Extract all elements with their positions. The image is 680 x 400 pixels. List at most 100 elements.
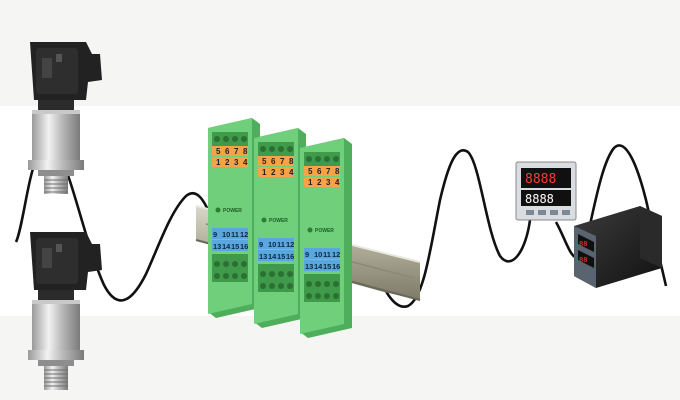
terminal-screw-icon <box>241 273 247 279</box>
signal-cable-right <box>370 149 532 308</box>
svg-text:8888: 8888 <box>525 192 554 206</box>
terminal-screw-icon <box>214 136 220 142</box>
terminal-number: 14 <box>268 252 277 261</box>
terminal-number: 4 <box>335 178 340 187</box>
terminal-number: 6 <box>317 167 322 176</box>
svg-text:8888: 8888 <box>525 172 556 187</box>
terminal-number: 4 <box>243 158 248 167</box>
terminal-number: 9 <box>305 250 309 259</box>
terminal-screw-icon <box>287 283 293 289</box>
terminal-label-bottom <box>304 248 340 259</box>
terminal-number: 4 <box>289 168 294 177</box>
power-led-icon <box>261 217 267 223</box>
terminal-number: 5 <box>262 157 267 166</box>
power-label: POWER <box>269 218 288 224</box>
terminal-number: 10 <box>268 240 276 249</box>
power-label: POWER <box>223 208 242 214</box>
terminal-label-top <box>212 146 248 156</box>
svg-text:88: 88 <box>579 240 587 248</box>
terminal-number: 7 <box>326 167 331 176</box>
terminal-screw-icon <box>315 293 321 299</box>
terminal-label-bottom <box>212 228 248 239</box>
terminal-label-top <box>258 167 294 177</box>
terminal-screw-icon <box>306 281 312 287</box>
terminal-number: 16 <box>332 262 340 271</box>
terminal-screw-icon <box>214 261 220 267</box>
terminal-screw-icon <box>315 281 321 287</box>
terminal-screw-icon <box>287 271 293 277</box>
terminal-number: 15 <box>323 262 331 271</box>
terminal-screw-icon <box>278 271 284 277</box>
terminal-number: 8 <box>335 167 340 176</box>
terminal-number: 16 <box>286 252 294 261</box>
terminal-number: 3 <box>234 158 239 167</box>
terminal-screw-icon <box>223 136 229 142</box>
terminal-label-top <box>304 166 340 176</box>
terminal-screw-icon <box>223 273 229 279</box>
terminal-number: 3 <box>280 168 285 177</box>
terminal-label-bottom <box>258 238 294 249</box>
terminal-number: 11 <box>323 250 331 259</box>
terminal-number: 2 <box>225 158 230 167</box>
panel-meter-icon: 8888 8888 <box>515 161 577 221</box>
terminal-number: 2 <box>317 178 322 187</box>
terminal-number: 13 <box>259 252 267 261</box>
terminal-number: 3 <box>326 178 331 187</box>
terminal-number: 7 <box>234 147 239 156</box>
terminal-number: 1 <box>216 158 221 167</box>
terminal-screw-icon <box>333 293 339 299</box>
panel-meter-icon: 88 88 <box>574 206 662 288</box>
power-led-icon <box>215 207 221 213</box>
terminal-number: 2 <box>271 168 276 177</box>
terminal-screw-icon <box>324 293 330 299</box>
terminal-number: 12 <box>286 240 294 249</box>
terminal-screw-icon <box>232 261 238 267</box>
terminal-label-top <box>304 177 340 187</box>
terminal-number: 7 <box>280 157 285 166</box>
terminal-number: 9 <box>259 240 263 249</box>
terminal-number: 11 <box>231 230 239 239</box>
terminal-screw-icon <box>214 273 220 279</box>
terminal-screw-icon <box>333 281 339 287</box>
terminal-label-bottom <box>258 250 294 261</box>
svg-text:88: 88 <box>579 256 587 264</box>
terminal-number: 11 <box>277 240 285 249</box>
terminal-screw-icon <box>324 156 330 162</box>
terminal-screw-icon <box>232 136 238 142</box>
terminal-number: 15 <box>231 242 239 251</box>
terminal-number: 5 <box>216 147 221 156</box>
terminal-screw-icon <box>241 136 247 142</box>
pressure-sensor-icon <box>28 42 102 194</box>
terminal-screw-icon <box>241 261 247 267</box>
terminal-screw-icon <box>260 283 266 289</box>
terminal-screw-icon <box>260 146 266 152</box>
terminal-screw-icon <box>260 271 266 277</box>
terminal-number: 10 <box>314 250 322 259</box>
terminal-number: 9 <box>213 230 217 239</box>
terminal-label-top <box>258 156 294 166</box>
terminal-screw-icon <box>269 146 275 152</box>
terminal-number: 1 <box>262 168 267 177</box>
terminal-number: 8 <box>289 157 294 166</box>
terminal-screw-icon <box>269 271 275 277</box>
terminal-screw-icon <box>278 283 284 289</box>
terminal-number: 13 <box>213 242 221 251</box>
terminal-number: 12 <box>332 250 340 259</box>
background-band-top <box>0 0 680 106</box>
terminal-screw-icon <box>315 156 321 162</box>
terminal-number: 10 <box>222 230 230 239</box>
terminal-screw-icon <box>278 146 284 152</box>
terminal-number: 14 <box>314 262 323 271</box>
terminal-number: 8 <box>243 147 248 156</box>
terminal-screw-icon <box>232 273 238 279</box>
terminal-label-top <box>212 157 248 167</box>
terminal-screw-icon <box>223 261 229 267</box>
terminal-number: 14 <box>222 242 231 251</box>
terminal-label-bottom <box>212 240 248 251</box>
terminal-screw-icon <box>306 156 312 162</box>
